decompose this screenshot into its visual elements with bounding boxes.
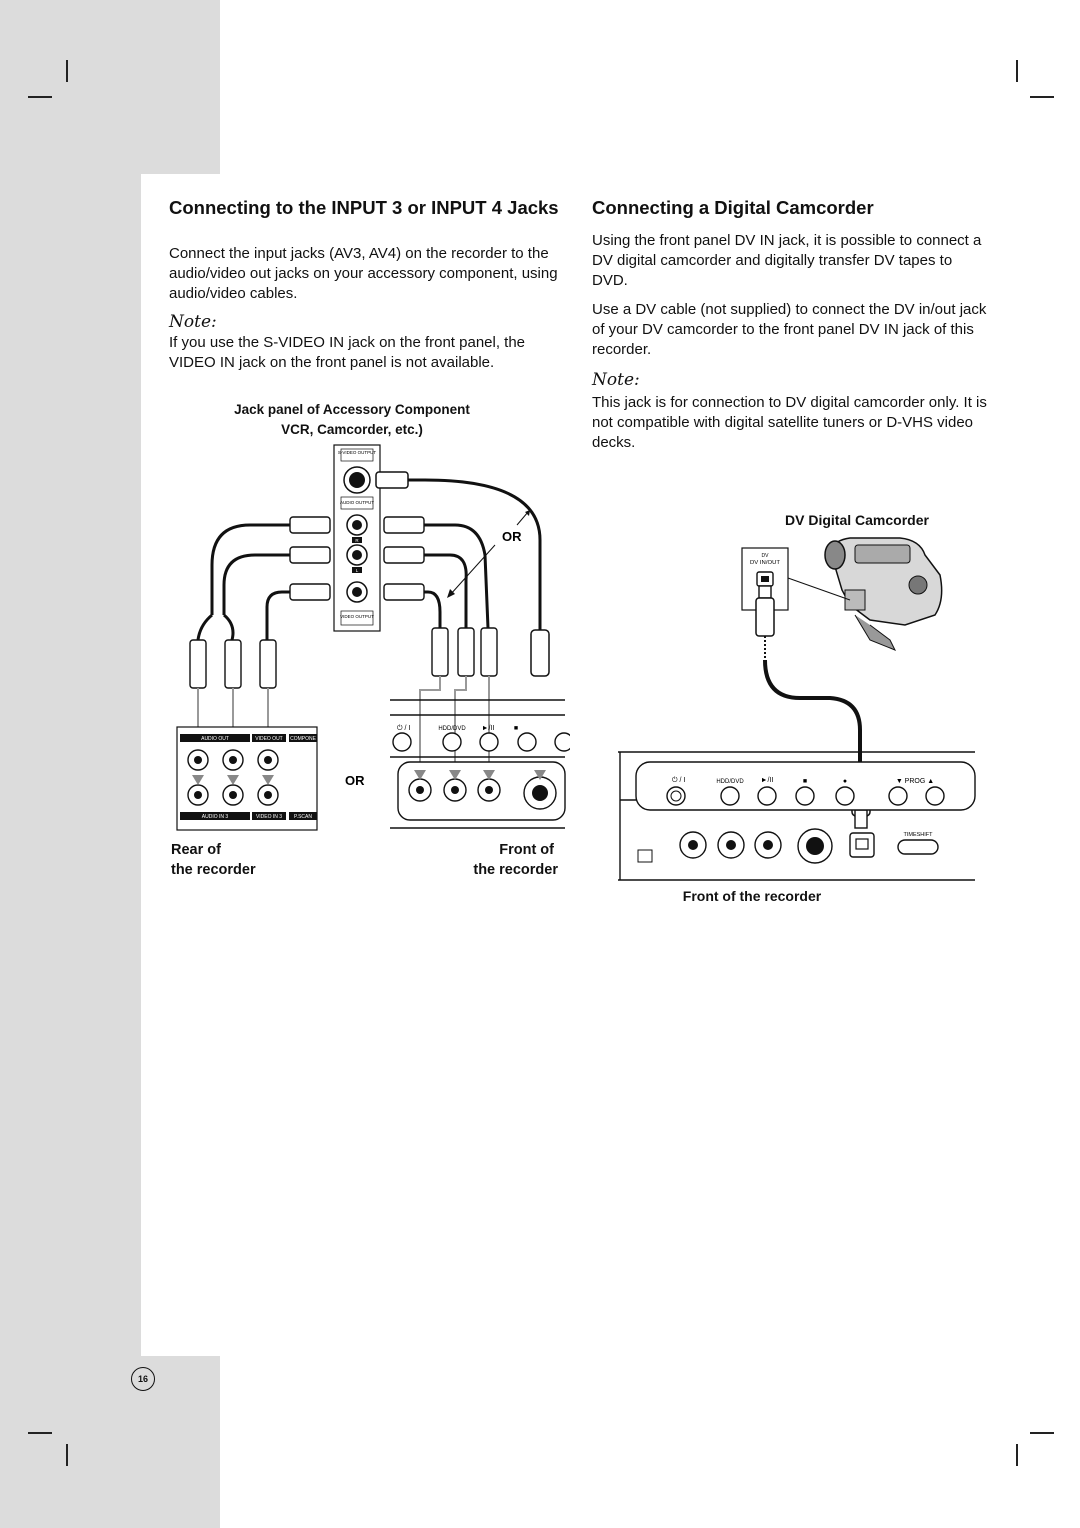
input34-intro: Connect the input jacks (AV3, AV4) on th… [169,245,558,302]
jack-l-label: L [356,568,359,573]
front-play-label-right: ►/II [761,777,774,784]
front-rec-label-right: ● [843,778,847,785]
dv-connection-diagram: DV DV IN/OUT ⏻ / I HDD/DVD ►/II ■ ● ▼ PR… [618,537,976,881]
side-band-bottom [0,1356,220,1528]
input34-connection-diagram: S-VIDEO OUTPUT AUDIO OUTPUT R L VIDEO OU… [176,444,570,831]
front-power-label-right: ⏻ / I [672,776,685,784]
jack-r-label: R [355,538,359,543]
front-stop-label-right: ■ [803,778,807,785]
front-play-label: ►/II [482,725,495,732]
rear-video-in3-label: VIDEO IN 3 [256,814,282,820]
crop-mark [1016,60,1018,82]
accessory-caption-1: Jack panel of Accessory Component [234,402,470,417]
camcorder-para-2: Use a DV cable (not supplied) to connect… [592,301,987,358]
front-prog-label-right: ▼ PROG ▲ [896,778,934,785]
rear-recorder-caption-2: the recorder [171,862,256,878]
crop-mark [28,96,52,98]
or-label-top: OR [502,529,522,544]
crop-mark [1016,1444,1018,1466]
crop-mark [66,1444,68,1466]
crop-mark [1030,1432,1054,1434]
dv-in-out-label: DV IN/OUT [750,560,780,566]
timeshift-label: TIMESHIFT [903,832,933,838]
section-heading-camcorder: Connecting a Digital Camcorder [592,197,874,218]
audio-output-label: AUDIO OUTPUT [340,500,374,505]
note-label-right: Note: [592,370,640,390]
crop-mark [28,1432,52,1434]
section-heading-input34: Connecting to the INPUT 3 or INPUT 4 Jac… [169,197,559,218]
or-label-bottom: OR [345,773,365,788]
rear-pscan-label: P.SCAN [294,814,312,820]
rear-audio-in3-label: AUDIO IN 3 [202,814,229,820]
front-power-label: ⏻ / I [397,724,410,732]
crop-mark [1030,96,1054,98]
dv-camcorder-caption: DV Digital Camcorder [785,512,929,528]
svideo-output-label: S-VIDEO OUTPUT [338,450,377,455]
note-text-right: This jack is for connection to DV digita… [592,394,987,451]
crop-mark [66,60,68,82]
note-label-left: Note: [169,312,217,332]
side-band-top [0,0,220,174]
front-stop-label: ■ [514,725,518,732]
rear-recorder-caption-1: Rear of [171,842,221,858]
front-hdd-dvd-label: HDD/DVD [438,726,466,732]
camcorder-illustration [824,537,943,651]
note-text-left: If you use the S-VIDEO IN jack on the fr… [169,334,526,371]
front-hdd-dvd-label-right: HDD/DVD [716,779,744,785]
front-recorder-caption-right: Front of the recorder [682,888,822,904]
video-output-label: VIDEO OUTPUT [340,614,374,619]
dv-in-out-label-1: DV [762,553,770,559]
rear-audio-out-label: AUDIO OUT [201,736,229,742]
front-recorder-caption-2: the recorder [473,862,558,878]
rear-component-label: COMPONE [290,736,317,742]
side-band-middle [0,174,141,1356]
camcorder-para-1: Using the front panel DV IN jack, it is … [592,232,982,289]
rear-video-out-label: VIDEO OUT [255,736,283,742]
accessory-caption-2: VCR, Camcorder, etc.) [281,422,423,437]
page-number: 16 [131,1367,155,1391]
front-recorder-caption-1: Front of [499,842,554,858]
